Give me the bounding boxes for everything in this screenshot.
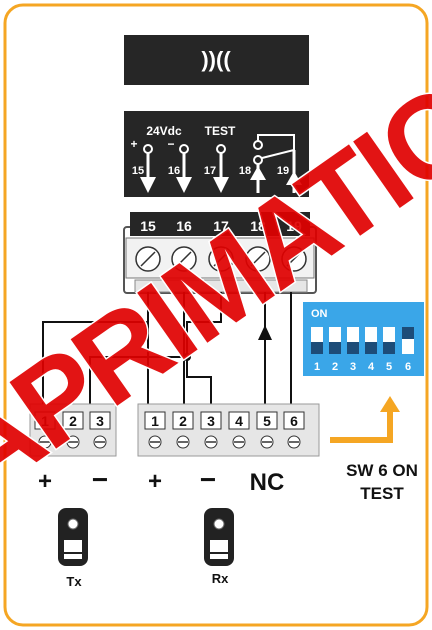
block-terminal-label-18: 18 bbox=[250, 218, 266, 234]
block-terminal-label-19: 19 bbox=[286, 218, 302, 234]
terminal-pin-17 bbox=[213, 144, 229, 193]
dip-number-3: 3 bbox=[350, 361, 356, 373]
terminal-pin-15 bbox=[140, 144, 156, 193]
block-terminal-label-17: 17 bbox=[213, 218, 229, 234]
pin-label-15: 15 bbox=[132, 165, 144, 177]
plus-sign: + bbox=[130, 137, 137, 151]
block-terminal-label-16: 16 bbox=[176, 218, 192, 234]
tx-plus-label: + bbox=[38, 468, 52, 495]
rx-label: Rx bbox=[212, 571, 229, 586]
voltage-label: 24Vdc bbox=[146, 124, 182, 138]
tx-terminal-label-2: 2 bbox=[69, 413, 77, 429]
pin-label-18: 18 bbox=[239, 165, 251, 177]
tx-device-icon bbox=[58, 508, 88, 566]
rx-terminal-label-6: 6 bbox=[290, 413, 298, 429]
pin-label-17: 17 bbox=[204, 165, 216, 177]
rx-minus-label: − bbox=[200, 464, 216, 495]
pin-label-16: 16 bbox=[168, 165, 180, 177]
terminal-screws bbox=[135, 246, 307, 272]
test-label: TEST bbox=[205, 124, 236, 138]
dip-on-label: ON bbox=[311, 308, 328, 320]
rx-terminal-label-3: 3 bbox=[207, 413, 215, 429]
nc-signal-arrow bbox=[258, 325, 272, 340]
sw6-caption-line1: SW 6 ON bbox=[346, 461, 418, 480]
orange-pointer-arrow bbox=[330, 396, 400, 443]
rx-terminal-block bbox=[137, 403, 320, 457]
block-terminal-label-15: 15 bbox=[140, 218, 156, 234]
pin-label-19: 19 bbox=[277, 165, 289, 177]
dip-number-1: 1 bbox=[314, 361, 320, 373]
rx-terminal-label-4: 4 bbox=[235, 413, 243, 429]
photocell-panel bbox=[124, 35, 309, 85]
tx-terminal-label-1: 1 bbox=[41, 413, 49, 429]
rx-terminal-label-1: 1 bbox=[151, 413, 159, 429]
minus-sign: − bbox=[167, 137, 174, 151]
relay-contact bbox=[250, 134, 302, 193]
photocell-symbol: ))(( bbox=[201, 47, 231, 72]
rx-plus-label: + bbox=[148, 468, 162, 495]
dip-switch-levers bbox=[311, 327, 414, 354]
outer-frame bbox=[3, 3, 429, 627]
tx-label: Tx bbox=[66, 574, 82, 589]
rx-terminal-label-5: 5 bbox=[263, 413, 271, 429]
tx-terminal-label-3: 3 bbox=[96, 413, 104, 429]
dip-number-5: 5 bbox=[386, 361, 392, 373]
dip-number-2: 2 bbox=[332, 361, 338, 373]
tx-minus-label: − bbox=[92, 464, 108, 495]
wiring bbox=[42, 292, 292, 412]
dip-number-6: 6 bbox=[405, 361, 411, 373]
rx-nc-label: NC bbox=[250, 469, 285, 496]
terminal-pin-16 bbox=[176, 144, 192, 193]
sw6-caption-line2: TEST bbox=[360, 484, 404, 503]
wire-junction bbox=[183, 353, 191, 361]
tx-terminal-block bbox=[29, 403, 117, 457]
rx-terminal-label-2: 2 bbox=[179, 413, 187, 429]
dip-number-4: 4 bbox=[368, 361, 375, 373]
rx-device-icon bbox=[204, 508, 234, 566]
